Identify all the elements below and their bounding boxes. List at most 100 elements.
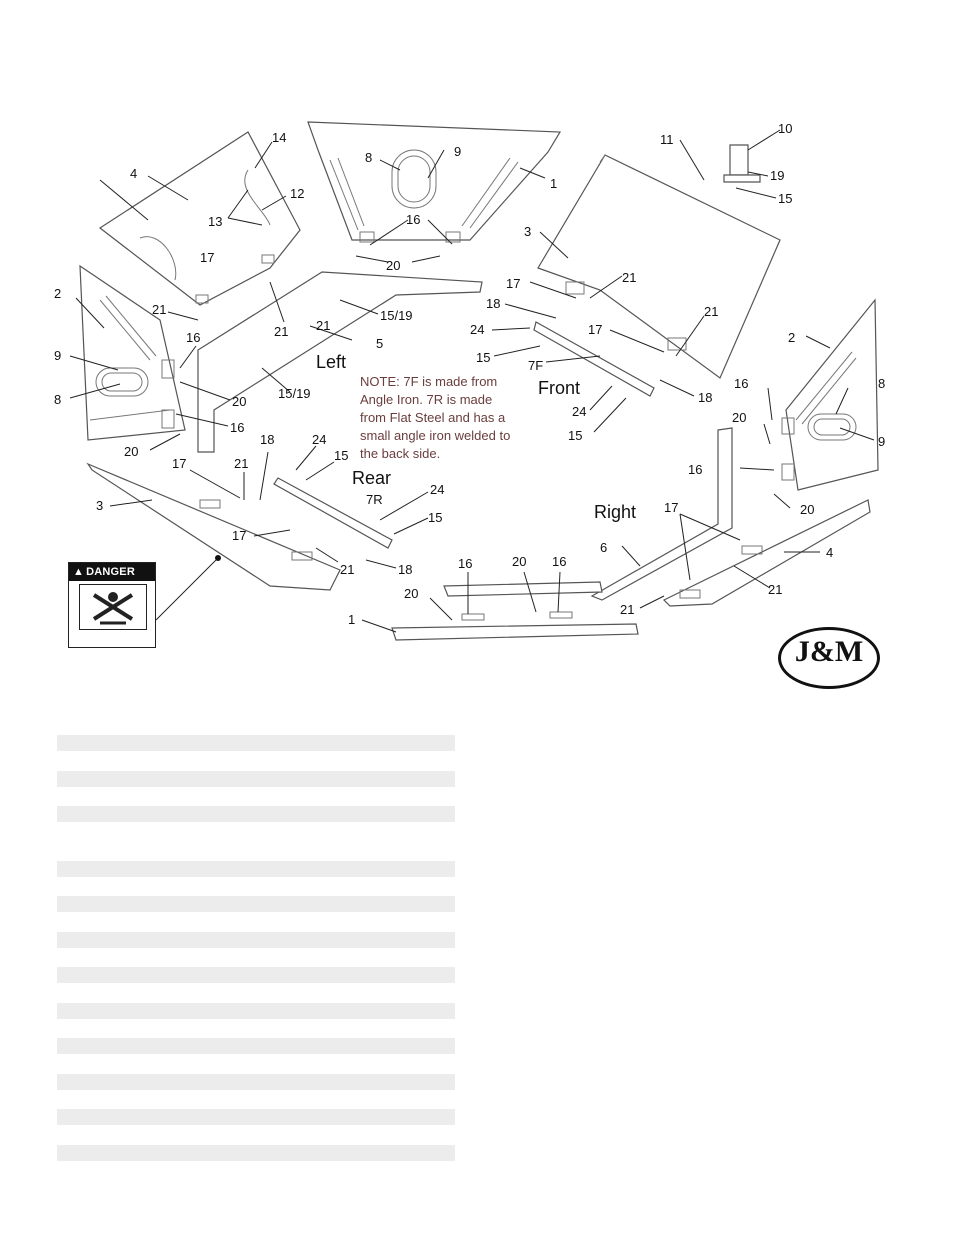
callout-15-hw: 15 [778,191,792,206]
callout-5: 5 [376,336,383,351]
callout-20-left1: 20 [232,394,246,409]
callout-14: 14 [272,130,286,145]
callout-21-b: 21 [704,304,718,319]
table-row [57,1109,455,1125]
callout-16-top: 16 [406,212,420,227]
part-10-bracket [723,144,761,183]
table-row [57,861,455,877]
callout-3-top: 3 [524,224,531,239]
label-rear: Rear [352,468,391,488]
callout-15-front2: 15 [568,428,582,443]
table-row [57,932,455,948]
callout-15-19-b: 15/19 [278,386,311,401]
table-row [57,1003,455,1019]
danger-fine-print: ​ [69,633,155,638]
callout-8-right: 8 [878,376,885,391]
part-left-rail [197,271,483,453]
warning-triangle-icon: ▲ [73,566,85,578]
callout-9-left: 9 [54,348,61,363]
callout-18-d: 18 [398,562,412,577]
callout-20-bot2: 20 [404,586,418,601]
part-end-panel-left-bottom [86,462,341,591]
callout-20-right1: 20 [732,410,746,425]
leader-lines [69,129,875,633]
callout-17-b: 17 [588,322,602,337]
callout-17-c: 17 [200,250,214,265]
callout-2-right: 2 [788,330,795,345]
callout-9-right: 9 [878,434,885,449]
callout-16-left2: 16 [230,420,244,435]
part-7F-front-angle [533,321,655,397]
callout-3-left: 3 [96,498,103,513]
callout-21-c: 21 [152,302,166,317]
callout-18-a: 18 [486,296,500,311]
callout-24-a: 24 [470,322,484,337]
callout-8-top: 8 [365,150,372,165]
svg-text:NOTE: 7F is made from: NOTE: 7F is made from [360,374,497,389]
callout-15-19-a: 15/19 [380,308,413,323]
callout-21-i: 21 [316,318,330,333]
auger-hazard-icon [79,584,147,630]
danger-header: ▲DANGER [69,563,155,581]
callout-20-bot1: 20 [512,554,526,569]
svg-text:the back side.: the back side. [360,446,440,461]
table-row [57,1038,455,1054]
callout-21-h: 21 [620,602,634,617]
part-side-panel-right [781,298,879,491]
part-side-panel-left [79,264,186,441]
callout-11: 11 [660,132,674,147]
callout-16-right2: 16 [688,462,702,477]
label-front: Front [538,378,580,398]
callout-24-c: 24 [312,432,326,447]
callout-9-top: 9 [454,144,461,159]
callout-16-bot1: 16 [458,556,472,571]
callout-18-b: 18 [698,390,712,405]
callout-21-e: 21 [234,456,248,471]
part-front-top-panel [307,121,562,243]
note-text: NOTE: 7F is made from Angle Iron. 7R is … [360,374,510,461]
callout-15-rear2: 15 [428,510,442,525]
callout-18-c: 18 [260,432,274,447]
table-row [57,735,455,751]
callout-12: 12 [290,186,304,201]
danger-decal: ▲DANGER ​ [68,562,156,648]
callout-4-top: 4 [130,166,137,181]
svg-text:small angle iron welded to: small angle iron welded to [360,428,510,443]
callout-19: 19 [770,168,784,183]
callout-7R: 7R [366,492,383,507]
label-left: Left [316,352,346,372]
callout-20-left2: 20 [124,444,138,459]
table-row [57,806,455,822]
callout-15-rear1: 15 [334,448,348,463]
callout-24-b: 24 [572,404,586,419]
svg-text:from Flat Steel and has a: from Flat Steel and has a [360,410,506,425]
part-side-panel-right-bottom [662,499,871,607]
label-right: Right [594,502,636,522]
callout-15-front1: 15 [476,350,490,365]
callout-6: 6 [600,540,607,555]
callout-16-bot2: 16 [552,554,566,569]
callout-16-right1: 16 [734,376,748,391]
callout-17-e: 17 [232,528,246,543]
callout-20-top: 20 [386,258,400,273]
table-row [57,1145,455,1161]
callout-7F: 7F [528,358,543,373]
svg-text:Angle Iron. 7R is made: Angle Iron. 7R is made [360,392,492,407]
callout-17-d: 17 [172,456,186,471]
callout-4-right: 4 [826,545,833,560]
part-side-panel-left-top [98,131,301,306]
callout-16-left1: 16 [186,330,200,345]
callout-17-f: 17 [664,500,678,515]
part-right-rail [590,427,733,601]
callout-1-top: 1 [550,176,557,191]
part-bottom-front-rail [391,581,639,641]
callout-17-a: 17 [506,276,520,291]
callout-21-a: 21 [622,270,636,285]
table-row [57,896,455,912]
callout-13: 13 [208,214,222,229]
callout-10: 10 [778,121,792,136]
callout-21-d: 21 [274,324,288,339]
part-7R-rear-flat [273,477,393,549]
jm-logo: J&M [778,627,880,689]
callout-8-left: 8 [54,392,61,407]
